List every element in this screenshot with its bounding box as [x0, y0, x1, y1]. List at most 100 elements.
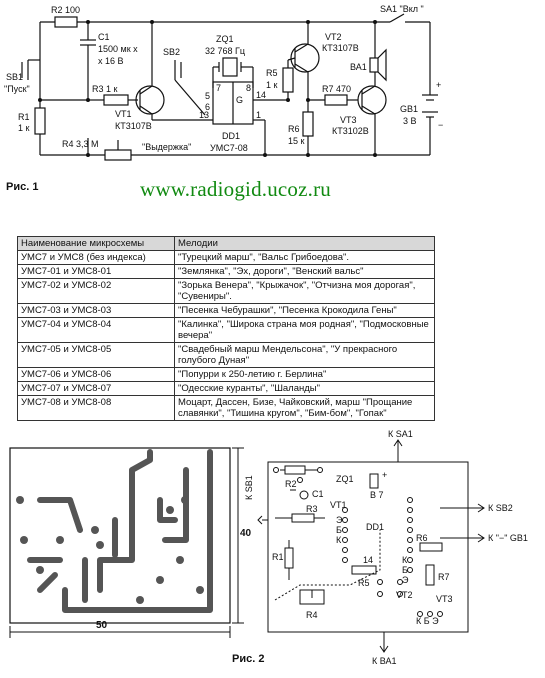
fig2-r2: R2	[285, 479, 297, 489]
table-row: УМС7-07 и УМС8-07"Одесские куранты", "Ша…	[17, 381, 435, 396]
table-header-row: Наименование микросхемы Мелодии	[17, 236, 435, 251]
vt1-type: КТ3107В	[115, 121, 152, 131]
sa1-label: SA1 "Вкл "	[380, 4, 424, 14]
chip-name: УМС7-08 и УМС8-08	[17, 395, 175, 421]
vt3-label: VT3	[340, 115, 357, 125]
fig2-c1: C1	[312, 489, 324, 499]
melody-list: Моцарт, Дассен, Бизе, Чайковский, марш "…	[174, 395, 435, 421]
vt2-label: VT2	[325, 32, 342, 42]
fig2-k-sa1: К SA1	[388, 429, 413, 439]
gb1-value: 3 В	[403, 116, 417, 126]
fig2-dd1: DD1	[366, 522, 384, 532]
header-chip-name: Наименование микросхемы	[17, 236, 175, 251]
fig2-vt2: VT2	[396, 590, 413, 600]
pcb-placement-layout	[257, 439, 485, 653]
website-url: www.radiogid.ucoz.ru	[140, 177, 332, 201]
pin-5: 5	[205, 91, 210, 101]
r2-label: R2 100	[51, 5, 80, 15]
melody-table: Наименование микросхемы Мелодии УМС7 и У…	[17, 236, 435, 421]
fig2-r3: R3	[306, 504, 318, 514]
fig2-kbe: К Б Э	[416, 616, 439, 626]
vt1-label: VT1	[115, 109, 132, 119]
header-melodies: Мелодии	[174, 236, 435, 251]
r6-label: R6	[288, 124, 300, 134]
zq1-label: ZQ1	[216, 34, 234, 44]
chip-name: УМС7-04 и УМС8-04	[17, 317, 175, 343]
figure-2-caption: Рис. 2	[232, 653, 264, 665]
r4-name: "Выдержка"	[142, 142, 191, 152]
chip-name: УМС7-03 и УМС8-03	[17, 303, 175, 318]
schematic-figure-1: R2 100 C1 1500 мк x x 16 В SB1 "Пуск" R3…	[4, 4, 443, 193]
vt2-type: КТ3107В	[322, 43, 359, 53]
figure-1-caption: Рис. 1	[6, 181, 38, 193]
fig2-zq1: ZQ1	[336, 474, 354, 484]
melody-list: "Турецкий марш", "Вальс Грибоедова".	[174, 250, 435, 265]
chip-name: УМС7-01 и УМС8-01	[17, 264, 175, 279]
table-row: УМС7-04 и УМС8-04"Калинка", "Широка стра…	[17, 317, 435, 343]
fig2-e2: Э	[402, 575, 409, 585]
gb1-plus: +	[436, 80, 441, 90]
c1-value-1: 1500 мк x	[98, 44, 138, 54]
fig2-e1: Э	[336, 515, 343, 525]
fig2-vt3: VT3	[436, 594, 453, 604]
pin-7: 7	[216, 83, 221, 93]
sb2-label: SB2	[163, 47, 180, 57]
melody-list: "Попурри к 250-летию г. Берлина"	[174, 367, 435, 382]
melody-list: "Свадебный марш Мендельсона", "У прекрас…	[174, 342, 435, 368]
vt3-type: КТ3102В	[332, 126, 369, 136]
melody-list: "Землянка", "Эх, дороги", "Венский вальс…	[174, 264, 435, 279]
ba1-label: ВА1	[350, 62, 367, 72]
pcb-trace-layout: 50 40	[9, 447, 252, 638]
table-row: УМС7 и УМС8 (без индекса)"Турецкий марш"…	[17, 250, 435, 265]
fig2-r5: R5	[358, 578, 370, 588]
gb1-label: GB1	[400, 104, 418, 114]
fig2-b1: Б	[336, 525, 342, 535]
r5-label: R5	[266, 68, 278, 78]
pin-13: 13	[199, 110, 209, 120]
fig2-k1: К	[336, 535, 342, 545]
fig2-k-sb1: К SB1	[244, 475, 254, 500]
fig2-k-sb2: К SB2	[488, 503, 513, 513]
fig2-r1: R1	[272, 552, 284, 562]
chip-name: УМС7-05 и УМС8-05	[17, 342, 175, 368]
r1-value: 1 к	[18, 123, 30, 133]
melody-list: "Зорька Венера", "Крыжачок", "Отчизна мо…	[174, 278, 435, 304]
zq1-freq: 32 768 Гц	[205, 46, 245, 56]
r5-value: 1 к	[266, 80, 278, 90]
fig2-vt1: VT1	[330, 500, 347, 510]
fig2-r6: R6	[416, 533, 428, 543]
fig2-k2: К	[402, 555, 408, 565]
dim-width: 50	[96, 620, 108, 631]
fig2-n14: 14	[363, 555, 373, 565]
melody-list: "Песенка Чебурашки", "Песенка Крокодила …	[174, 303, 435, 318]
chip-name: УМС7-02 и УМС8-02	[17, 278, 175, 304]
fig2-b2: Б	[402, 565, 408, 575]
c1-value-2: x 16 В	[98, 56, 124, 66]
gb1-minus: −	[438, 120, 443, 130]
dd1-label: DD1	[222, 131, 240, 141]
fig2-b7: В 7	[370, 490, 384, 500]
sb1-name: "Пуск"	[4, 84, 30, 94]
r7-label: R7 470	[322, 84, 351, 94]
c1-label: C1	[98, 32, 110, 42]
dd1-type: УМС7-08	[210, 143, 248, 153]
table-row: УМС7-02 и УМС8-02"Зорька Венера", "Крыжа…	[17, 278, 435, 304]
chip-name: УМС7-07 и УМС8-07	[17, 381, 175, 396]
chip-name: УМС7-06 и УМС8-06	[17, 367, 175, 382]
fig2-r7: R7	[438, 572, 450, 582]
table-row: УМС7-03 и УМС8-03"Песенка Чебурашки", "П…	[17, 303, 435, 318]
table-row: УМС7-01 и УМС8-01"Землянка", "Эх, дороги…	[17, 264, 435, 279]
r1-label: R1	[18, 112, 30, 122]
r6-value: 15 к	[288, 136, 305, 146]
r3-label: R3 1 к	[92, 84, 118, 94]
fig2-k-ba1: К ВА1	[372, 656, 396, 666]
melody-list: "Одесские куранты", "Шаланды"	[174, 381, 435, 396]
table-row: УМС7-06 и УМС8-06"Попурри к 250-летию г.…	[17, 367, 435, 382]
fig2-r4: R4	[306, 610, 318, 620]
pin-8: 8	[246, 83, 251, 93]
melody-list: "Калинка", "Широка страна моя родная", "…	[174, 317, 435, 343]
fig2-k-gb1: К "−" GB1	[488, 533, 528, 543]
r4-label: R4 3,3 М	[62, 139, 99, 149]
pin-6: 6	[205, 102, 210, 112]
